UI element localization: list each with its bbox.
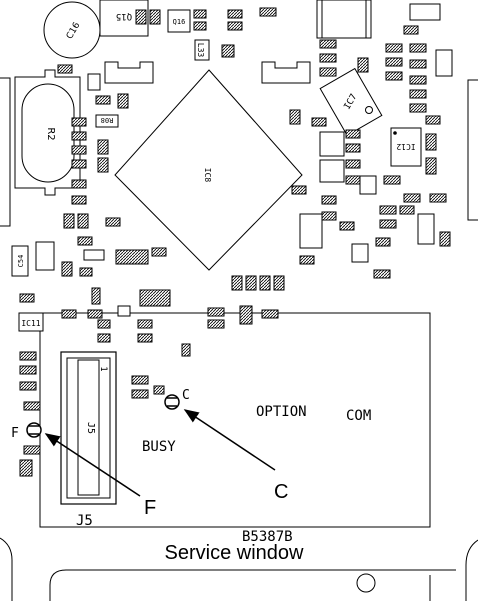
ic12-label: IC12 [396, 142, 415, 151]
j5-silk-label: J5 [76, 513, 93, 529]
j5-pin1-label: 1 [98, 366, 108, 371]
j5-body-label: J5 [85, 422, 96, 434]
board-code-label: B5387B [242, 529, 293, 545]
test-point-c: C [164, 388, 190, 410]
option-label: OPTION [256, 404, 307, 420]
ic8-label: IC8 [203, 168, 212, 183]
callout-c-label: C [274, 481, 288, 503]
busy-label: BUSY [142, 439, 176, 455]
ic11-label: IC11 [21, 319, 40, 328]
page-title: Service window [165, 542, 305, 564]
r08-label: R08 [101, 116, 114, 124]
capacitor-c16: C16 [43, 1, 101, 59]
r2-label: R2 [45, 127, 56, 140]
callout-arrow-c [183, 409, 276, 471]
mounting-hole [356, 573, 376, 593]
service-window-frame [39, 312, 431, 528]
q15-label: Q15 [116, 11, 132, 21]
smd-components [19, 3, 453, 477]
capacitor-c54: C54 [11, 241, 55, 277]
callout-f-label: F [144, 497, 156, 519]
ic12-chip: IC12 [390, 127, 422, 167]
test-point-f-label: F [11, 426, 19, 441]
connector-right-upper [261, 61, 311, 84]
top-connector [316, 0, 372, 39]
crystal-r2: R2 [14, 69, 81, 196]
test-point-f: F [11, 422, 42, 441]
ic11-chip: IC11 [18, 312, 44, 332]
test-point-c-label: C [182, 388, 190, 403]
j5-connector: 1 J5 [60, 351, 117, 505]
ic8-chip: IC8 [114, 69, 303, 271]
callout-arrow-f [44, 433, 141, 497]
q16-label: Q16 [173, 18, 186, 26]
com-label: COM [346, 408, 371, 424]
c54-label: C54 [17, 255, 25, 268]
l33-label: L33 [196, 43, 205, 58]
board-outline [0, 77, 478, 601]
ic7-chip: IC7 [319, 67, 383, 137]
connector-left-upper [104, 61, 154, 84]
